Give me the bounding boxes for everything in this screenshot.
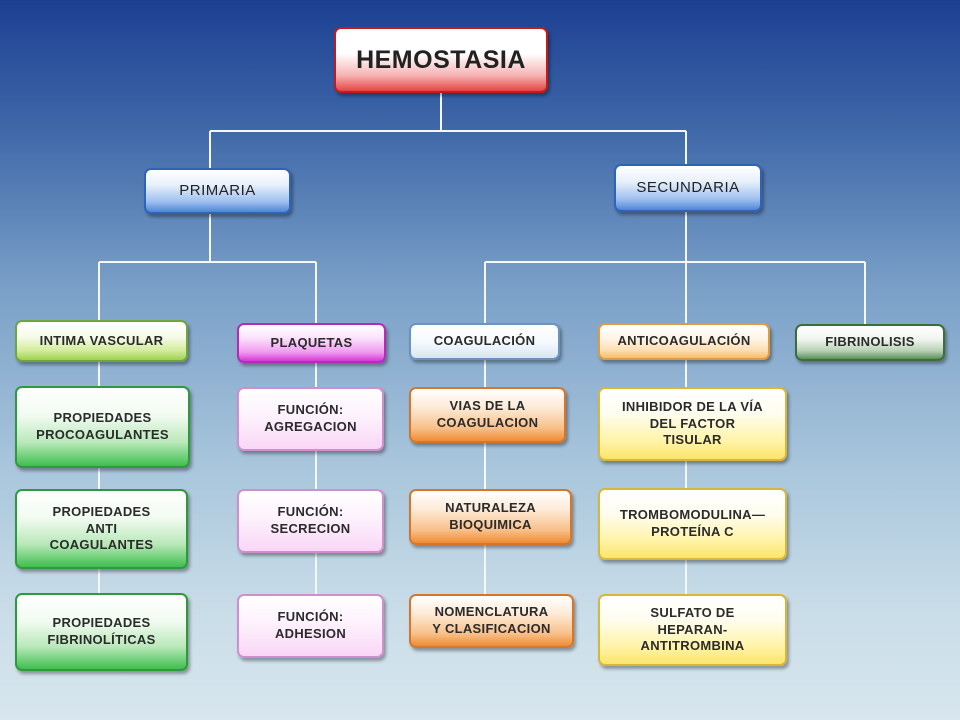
- node-text: PROPIEDADES ANTI COAGULANTES: [49, 504, 154, 553]
- node-text: FUNCIÓN: AGREGACION: [264, 402, 357, 434]
- anticoagulacion-node: ANTICOAGULACIÓN: [598, 323, 770, 360]
- node-text: FUNCIÓN: SECRECION: [270, 504, 351, 536]
- node-text: FUNCIÓN: ADHESION: [274, 609, 347, 641]
- inhibidor-via-factor-tisular-node: INHIBIDOR DE LA VÍA DEL FACTOR TISULAR: [598, 387, 787, 461]
- node-text: NATURALEZA BIOQUIMICA: [445, 500, 536, 532]
- node-text: TROMBOMODULINA— PROTEÍNA C: [619, 507, 766, 539]
- intima-vascular-label: INTIMA VASCULAR: [39, 332, 164, 348]
- naturaleza-bioquimica-node: NATURALEZA BIOQUIMICA: [409, 489, 572, 545]
- primaria-label: PRIMARIA: [179, 182, 256, 200]
- propiedades-procoagulantes-node: PROPIEDADES PROCOAGULANTES: [15, 386, 190, 468]
- funcion-secrecion-node: FUNCIÓN: SECRECION: [237, 489, 384, 553]
- hemostasia-node: HEMOSTASIA: [334, 27, 548, 93]
- propiedades-anticoagulantes-node: PROPIEDADES ANTI COAGULANTES: [15, 489, 188, 569]
- node-text: SULFATO DE HEPARAN- ANTITROMBINA: [640, 605, 745, 654]
- node-text: PROPIEDADES PROCOAGULANTES: [36, 410, 169, 442]
- funcion-adhesion-node: FUNCIÓN: ADHESION: [237, 594, 384, 658]
- vias-coagulacion-node: VIAS DE LA COAGULACION: [409, 387, 566, 443]
- plaquetas-label: PLAQUETAS: [270, 334, 353, 350]
- funcion-agregacion-node: FUNCIÓN: AGREGACION: [237, 387, 384, 451]
- nomenclatura-clasificacion-node: NOMENCLATURA Y CLASIFICACION: [409, 594, 574, 648]
- plaquetas-node: PLAQUETAS: [237, 323, 386, 363]
- node-text: NOMENCLATURA Y CLASIFICACION: [432, 604, 551, 636]
- propiedades-fibrinoliticas-node: PROPIEDADES FIBRINOLÍTICAS: [15, 593, 188, 671]
- fibrinolisis-label: FIBRINOLISIS: [825, 334, 915, 350]
- coagulacion-label: COAGULACIÓN: [433, 333, 536, 349]
- coagulacion-node: COAGULACIÓN: [409, 323, 560, 360]
- intima-vascular-node: INTIMA VASCULAR: [15, 320, 188, 362]
- hemostasia-label: HEMOSTASIA: [356, 46, 526, 74]
- node-text: PROPIEDADES FIBRINOLÍTICAS: [47, 615, 156, 647]
- anticoagulacion-label: ANTICOAGULACIÓN: [617, 333, 751, 349]
- fibrinolisis-node: FIBRINOLISIS: [795, 324, 945, 361]
- node-text: INHIBIDOR DE LA VÍA DEL FACTOR TISULAR: [621, 399, 763, 448]
- secundaria-label: SECUNDARIA: [636, 179, 740, 197]
- primaria-node: PRIMARIA: [144, 168, 291, 214]
- trombomodulina-proteina-c-node: TROMBOMODULINA— PROTEÍNA C: [598, 488, 787, 560]
- secundaria-node: SECUNDARIA: [614, 164, 762, 212]
- sulfato-heparan-antitrombina-node: SULFATO DE HEPARAN- ANTITROMBINA: [598, 594, 787, 666]
- node-text: VIAS DE LA COAGULACION: [436, 398, 539, 430]
